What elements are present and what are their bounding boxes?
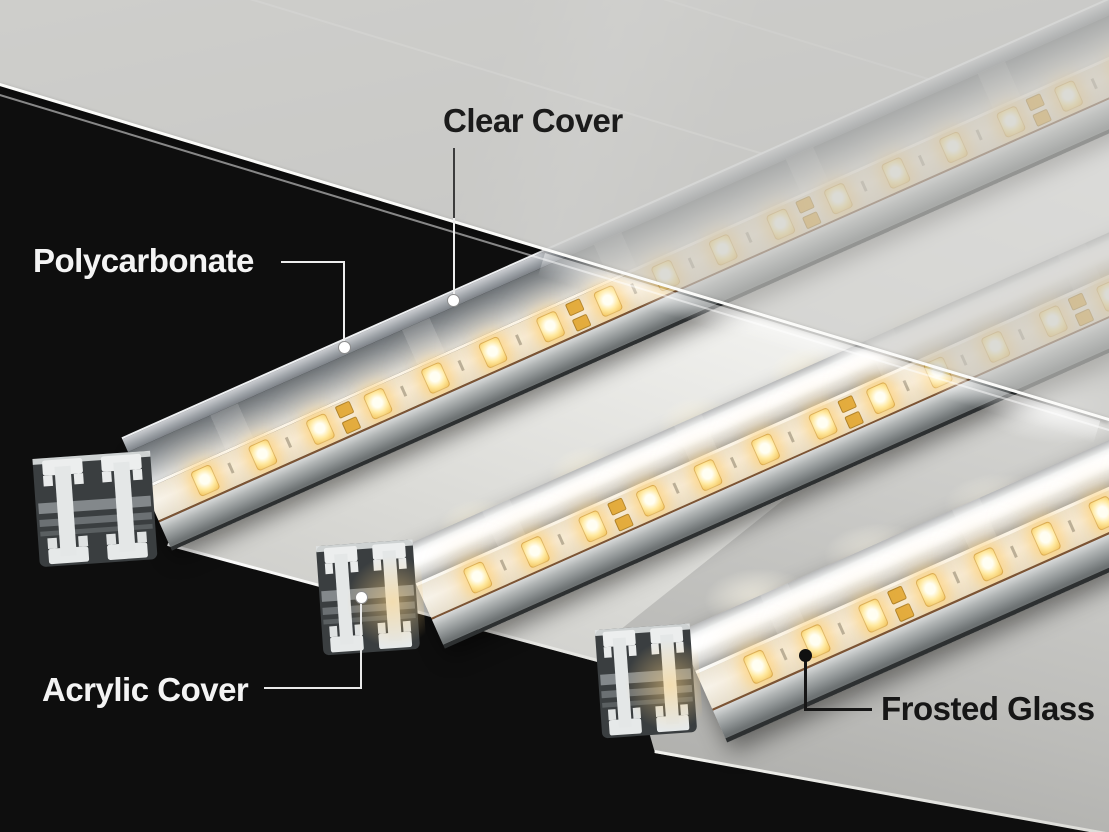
pcb-print-mark <box>399 385 408 397</box>
pcb-print-mark <box>515 334 523 346</box>
led-chip <box>857 597 890 634</box>
pcb-print-mark <box>729 456 738 469</box>
led-chip <box>864 381 897 416</box>
led-chip <box>692 458 724 493</box>
callout-line-clear-cover <box>453 218 455 296</box>
callout-line-polycarbonate <box>343 261 345 344</box>
led-chip <box>741 648 775 686</box>
solder-pads <box>837 396 862 430</box>
callout-line-frosted-glass <box>806 708 872 711</box>
led-chip <box>1029 520 1063 557</box>
pcb-print-mark <box>557 533 565 546</box>
callout-dot-polycarbonate <box>338 341 351 354</box>
solder-pads <box>887 586 913 622</box>
label-polycarbonate: Polycarbonate <box>33 242 254 279</box>
pcb-print-mark <box>284 436 293 449</box>
pcb-print-mark <box>1010 545 1018 558</box>
led-chip <box>577 509 609 544</box>
led-chip <box>535 309 567 344</box>
callout-dot-acrylic-cover <box>355 591 368 604</box>
led-chip <box>247 438 279 472</box>
led-chip <box>189 463 221 498</box>
led-chip <box>462 560 494 595</box>
profile-end-cap <box>308 534 428 661</box>
pcb-print-mark <box>227 462 235 474</box>
callout-line-frosted-glass <box>804 659 807 711</box>
led-chip <box>1087 494 1109 532</box>
pcb-print-mark <box>952 571 961 584</box>
pcb-print-mark <box>837 622 846 635</box>
solder-pads <box>565 299 590 332</box>
callout-line-acrylic-cover <box>360 601 362 689</box>
led-chip <box>807 406 839 441</box>
led-chip <box>304 412 336 447</box>
led-chip <box>749 432 782 467</box>
pcb-print-mark <box>457 359 465 372</box>
label-frosted-glass: Frosted Glass <box>881 690 1095 727</box>
callout-line-acrylic-cover <box>264 687 362 689</box>
led-chip <box>477 335 509 370</box>
pcb-print-mark <box>787 431 795 443</box>
label-clear-cover: Clear Cover <box>443 102 623 139</box>
label-acrylic-cover: Acrylic Cover <box>42 671 249 708</box>
led-chip <box>634 483 667 518</box>
led-chip <box>914 571 947 609</box>
callout-dot-frosted-glass <box>799 649 812 662</box>
profile-end-cap <box>24 445 166 572</box>
profile-end-cap <box>588 618 704 744</box>
pcb-print-mark <box>779 647 788 661</box>
led-chip <box>419 361 452 395</box>
solder-pads <box>335 401 360 434</box>
solder-pads <box>607 498 632 532</box>
callout-line-polycarbonate <box>281 261 345 263</box>
pcb-print-mark <box>672 482 680 494</box>
pcb-print-mark <box>1067 519 1076 533</box>
led-light-bleed <box>308 534 428 661</box>
led-chip <box>519 534 551 570</box>
pcb-print-mark <box>499 559 508 571</box>
led-chip <box>972 546 1005 583</box>
led-light-bleed <box>588 618 704 744</box>
callout-dot-clear-cover <box>447 294 460 307</box>
callout-line-clear-cover <box>453 148 455 218</box>
led-chip <box>362 386 394 421</box>
